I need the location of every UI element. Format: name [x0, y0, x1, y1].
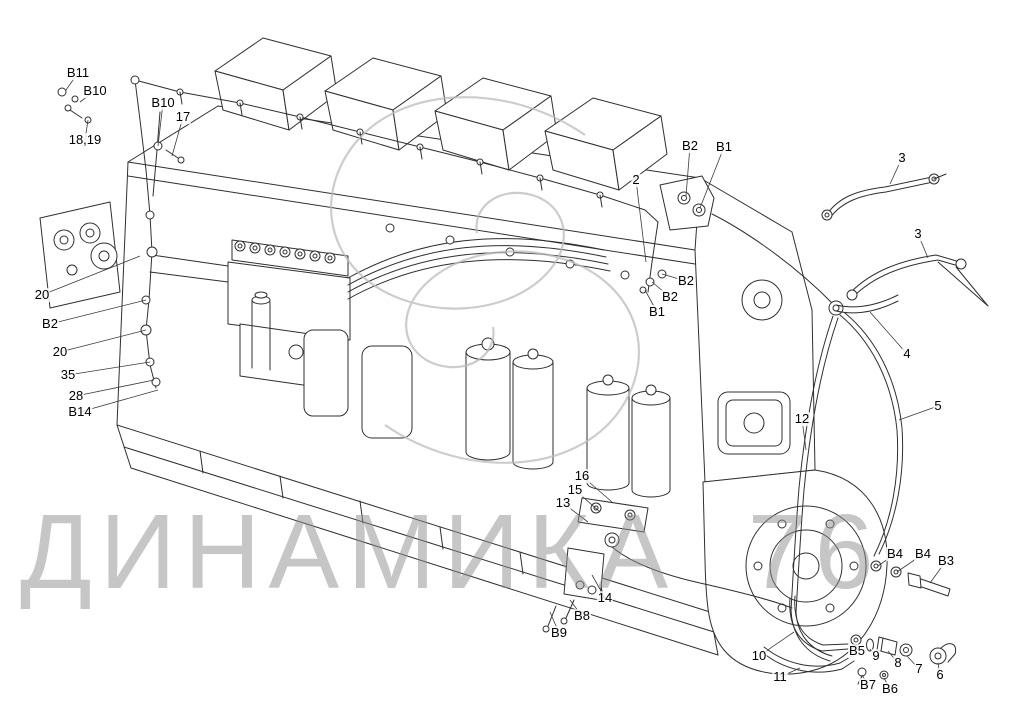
- part-label-3: 3: [897, 150, 907, 166]
- part-label-4: 4: [902, 346, 912, 362]
- part-label-35: 35: [59, 367, 77, 383]
- part-label-b2: B2: [681, 138, 699, 154]
- part-label-28: 28: [67, 388, 85, 404]
- part-label-13: 13: [554, 495, 572, 511]
- part-label-b8: B8: [573, 608, 591, 624]
- part-label-7: 7: [914, 661, 924, 677]
- part-label-11: 11: [772, 669, 788, 685]
- part-label-b11: B11: [65, 65, 91, 81]
- watermark-swirl-logo: [330, 96, 640, 464]
- injection-pump: [227, 239, 351, 387]
- part-label-b3: B3: [937, 553, 955, 569]
- part-label-8: 8: [893, 655, 903, 671]
- part-label-b9: B9: [550, 625, 568, 641]
- part-label-b14: B14: [67, 404, 93, 420]
- part-label-b7: B7: [859, 677, 877, 693]
- part-label-5: 5: [933, 398, 943, 414]
- part-label-b2: B2: [41, 316, 59, 332]
- part-label-b4: B4: [886, 546, 904, 562]
- part-label-15: 15: [566, 482, 584, 498]
- part-label-18-19: 18,19: [67, 132, 103, 148]
- part-label-6: 6: [935, 667, 945, 683]
- part-label-b5: B5: [848, 643, 866, 659]
- part-label-3: 3: [913, 226, 923, 242]
- part-label-b10: B10: [82, 83, 108, 99]
- part-label-b10: B10: [150, 95, 176, 111]
- gauge-panel: [39, 201, 121, 309]
- part-label-17: 17: [174, 109, 192, 125]
- part-label-20: 20: [51, 344, 69, 360]
- part-label-2: 2: [631, 172, 641, 188]
- part-label-16: 16: [573, 468, 591, 484]
- part-label-20: 20: [33, 287, 51, 303]
- part-label-12: 12: [793, 411, 811, 427]
- part-label-b2: B2: [677, 273, 695, 289]
- part-label-b6: B6: [881, 681, 899, 697]
- part-label-b2: B2: [661, 289, 679, 305]
- part-label-10: 10: [750, 648, 768, 664]
- part-label-9: 9: [871, 648, 881, 664]
- valve-covers: [214, 37, 668, 191]
- part-label-14: 14: [596, 590, 614, 606]
- part-label-b1: B1: [715, 139, 733, 155]
- part-label-b1: B1: [648, 304, 666, 320]
- part-label-b4: B4: [914, 546, 932, 562]
